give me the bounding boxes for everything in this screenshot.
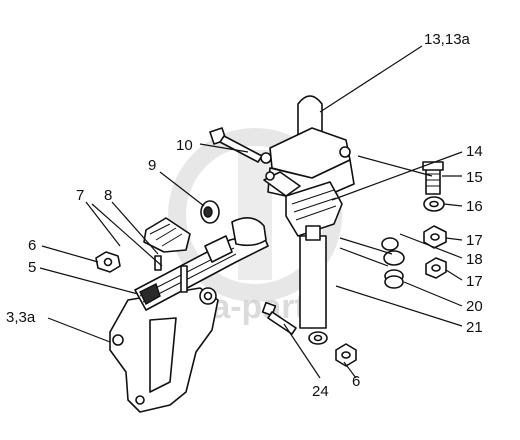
callout-9: 9: [148, 157, 156, 174]
callout-13: 13,13a: [424, 31, 471, 48]
callout-24: 24: [312, 383, 329, 400]
nut-bottom: [335, 343, 357, 367]
shock-absorber: [285, 181, 343, 345]
callout-17-bottom: 17: [466, 273, 483, 290]
rubber-pad: [143, 217, 191, 253]
callout-21: 21: [466, 319, 483, 336]
bushing: [200, 200, 220, 224]
frame-bracket: [109, 287, 219, 413]
callout-16: 16: [466, 198, 483, 215]
callout-20: 20: [466, 298, 483, 315]
washer-20: [384, 275, 404, 289]
callout-14: 14: [466, 143, 483, 160]
callout-10: 10: [176, 137, 193, 154]
bolt-15: [422, 161, 444, 195]
nut-17-top: [423, 225, 447, 249]
nut-17-bottom: [425, 257, 447, 279]
leaf-spring: [134, 217, 269, 311]
callout-8: 8: [104, 187, 112, 204]
upper-bracket: [263, 95, 355, 203]
callout-18: 18: [466, 251, 483, 268]
callout-6-left: 6: [28, 237, 36, 254]
leader-lines: [39, 45, 463, 379]
nut-left: [95, 251, 121, 273]
callout-labels: 13,13a 10 9 8 7 6 5 3,3a 14 15 16 17 18 …: [6, 31, 483, 400]
callout-17-top: 17: [466, 232, 483, 249]
callout-3: 3,3a: [6, 309, 36, 326]
callout-6-bottom: 6: [352, 373, 360, 390]
callout-15: 15: [466, 169, 483, 186]
callout-7: 7: [76, 187, 84, 204]
bolt-24: [261, 301, 297, 335]
washer-16: [423, 196, 445, 212]
callout-5: 5: [28, 259, 36, 276]
bolt-10: [209, 127, 272, 164]
